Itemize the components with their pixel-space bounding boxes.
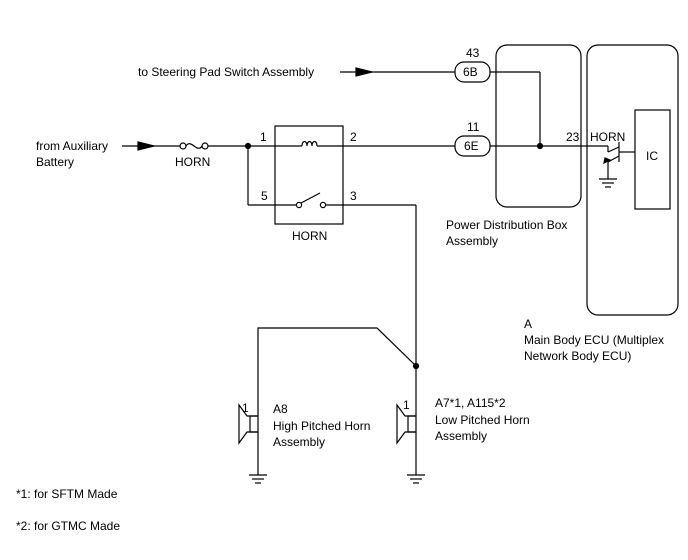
fuse-symbol xyxy=(179,142,209,150)
ground-ecu-icon xyxy=(599,178,617,188)
connector-6b xyxy=(454,61,491,83)
relay-switch xyxy=(300,192,321,204)
label-pdb-line1: Power Distribution Box xyxy=(446,218,568,232)
label-to-steering: to Steering Pad Switch Assembly xyxy=(138,65,315,79)
label-ecu-line2: Network Body ECU) xyxy=(524,349,632,363)
label-ecu-code: A xyxy=(524,317,533,331)
connector-6e xyxy=(454,135,491,157)
label-low-line2: Assembly xyxy=(435,429,488,443)
label-connector-6e: 6E xyxy=(464,139,479,153)
low-horn-icon xyxy=(396,400,417,475)
label-ic: IC xyxy=(646,149,658,163)
ground-low-icon xyxy=(407,474,425,484)
label-connector-6b: 6B xyxy=(463,65,478,79)
pin-high-horn: 1 xyxy=(242,401,249,415)
pin-relay-1: 1 xyxy=(260,130,267,144)
junction-dot-pdb xyxy=(536,142,544,150)
label-ecu-horn: HORN xyxy=(590,130,626,144)
ground-high-icon xyxy=(249,474,267,484)
pin-connector-6b: 43 xyxy=(466,46,480,60)
pin-relay-3: 3 xyxy=(350,189,357,203)
pin-ecu-23: 23 xyxy=(566,130,580,144)
wire-high-horn-feed xyxy=(257,327,417,400)
ic-box xyxy=(634,109,671,210)
label-low-line1: Low Pitched Horn xyxy=(435,413,530,427)
pin-connector-6e: 11 xyxy=(467,120,480,134)
relay-coil xyxy=(301,140,318,147)
arrow-steering xyxy=(355,67,373,77)
label-from-auxiliary: from Auxiliary xyxy=(36,139,109,153)
pin-relay-2: 2 xyxy=(350,130,357,144)
label-high-code: A8 xyxy=(273,402,288,416)
pin-relay-5: 5 xyxy=(261,189,268,203)
label-ecu-line1: Main Body ECU (Multiplex xyxy=(524,333,665,347)
label-pdb-line2: Assembly xyxy=(446,234,499,248)
footnote-2: *2: for GTMC Made xyxy=(16,519,121,533)
label-battery: Battery xyxy=(36,155,75,169)
high-horn-icon xyxy=(238,400,259,475)
label-relay-horn: HORN xyxy=(292,229,328,243)
footnote-1: *1: for SFTM Made xyxy=(16,487,118,501)
power-distribution-box xyxy=(495,44,582,208)
label-high-line1: High Pitched Horn xyxy=(273,419,371,433)
transistor-arrow xyxy=(603,157,612,165)
label-high-line2: Assembly xyxy=(273,435,326,449)
label-fuse-horn: HORN xyxy=(175,155,211,169)
pin-low-horn: 1 xyxy=(403,398,410,412)
main-body-ecu xyxy=(586,44,679,316)
arrow-battery xyxy=(137,141,155,151)
label-low-code: A7*1, A115*2 xyxy=(435,396,506,410)
relay-box xyxy=(274,125,344,225)
